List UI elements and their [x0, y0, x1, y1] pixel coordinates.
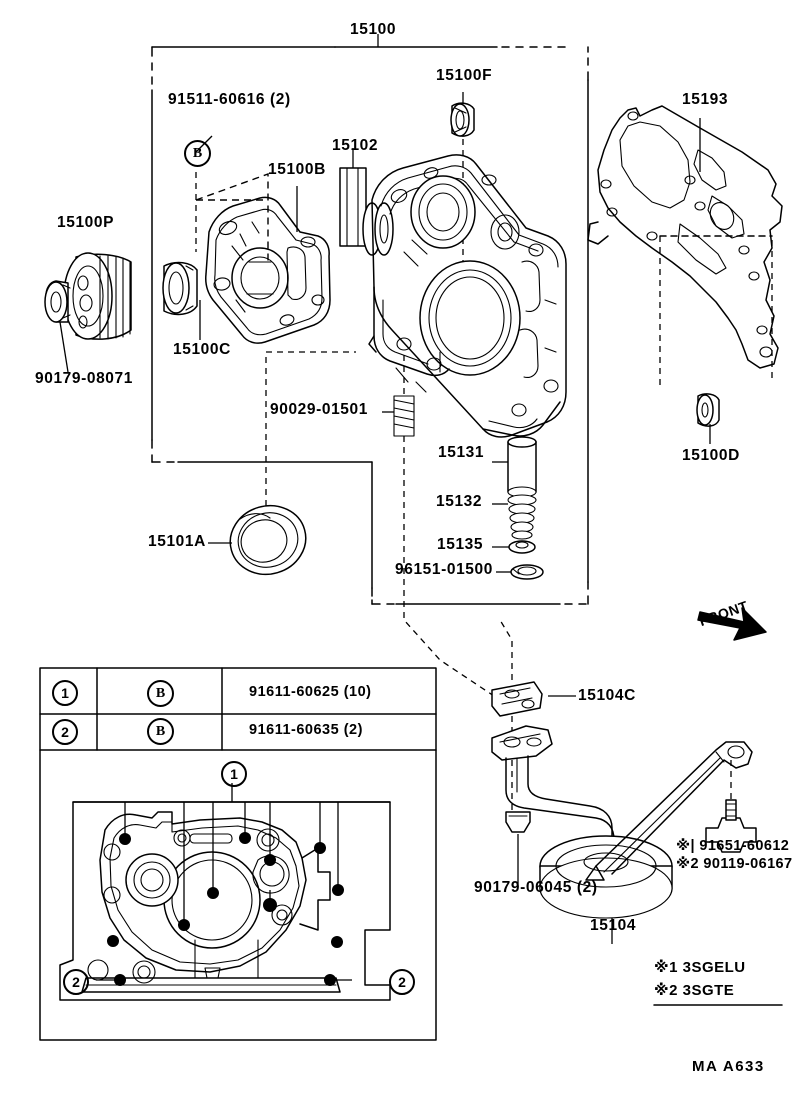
footnote-2-text: 3SGTE — [682, 982, 735, 999]
part-15132-spring — [492, 494, 537, 540]
label-96151-01500: 96151-01500 — [395, 561, 493, 578]
part-90029-01501-spring — [382, 352, 501, 701]
bolt-mark-b-icon: B — [184, 140, 211, 167]
inset-callout-1: 1 — [221, 761, 247, 787]
label-15131: 15131 — [438, 444, 485, 461]
part-15135-retainer — [492, 540, 536, 554]
bolt-location-table-frame — [39, 667, 437, 1041]
note-91651-60612: ※| 91651-60612 — [676, 838, 790, 854]
inset-bolt-pattern-drawing — [59, 783, 391, 1001]
label-15104: 15104 — [590, 917, 637, 934]
part-15100B-pump-body — [205, 186, 331, 344]
part-15193-gasket — [587, 105, 783, 390]
footnote-1-mark: ※1 — [654, 959, 678, 976]
table-row-1-part: 91611-60625 (10) — [249, 684, 372, 700]
table-row-2-mark: B — [147, 718, 174, 745]
part-15100P-drive-gear — [44, 252, 132, 373]
label-15100C: 15100C — [173, 341, 231, 358]
part-15104-oil-strainer — [491, 619, 757, 944]
part-15131-plunger — [492, 436, 537, 498]
label-15100B: 15100B — [268, 161, 326, 178]
label-15193: 15193 — [682, 91, 729, 108]
footnote-2: ※2 3SGTE — [654, 981, 734, 999]
note-90119-06167: ※2 90119-06167 — [676, 856, 793, 872]
group-boundary-15100 — [151, 34, 589, 605]
table-row-2-index: 2 — [52, 719, 78, 745]
label-90179-08071: 90179-08071 — [35, 370, 133, 387]
front-direction-arrow — [697, 607, 767, 641]
label-90029-01501: 90029-01501 — [270, 401, 368, 418]
table-row-2-part: 91611-60635 (2) — [249, 722, 363, 738]
inset-callout-2-right: 2 — [389, 969, 415, 995]
label-15132: 15132 — [436, 493, 483, 510]
label-15135: 15135 — [437, 536, 484, 553]
part-15102-rotor-shaft — [339, 148, 394, 256]
label-15100P: 15100P — [57, 214, 115, 231]
inset-callout-2-left: 2 — [63, 969, 89, 995]
label-15100D: 15100D — [682, 447, 740, 464]
part-15101A-oil-seal — [208, 351, 356, 576]
footnote-1-text: 3SGELU — [682, 959, 746, 976]
table-row-1-index: 1 — [52, 680, 78, 706]
label-90179-06045: 90179-06045 (2) — [474, 879, 598, 896]
label-91511-60616: 91511-60616 (2) — [168, 91, 291, 108]
label-15104C: 15104C — [578, 687, 636, 704]
part-15100C-bush — [162, 261, 201, 340]
sheet-code: MA A633 — [692, 1058, 765, 1075]
label-group-15100: 15100 — [350, 21, 397, 38]
table-row-1-mark: B — [147, 680, 174, 707]
part-96151-01500-snap-ring — [496, 564, 544, 580]
footnote-1: ※1 3SGELU — [654, 958, 746, 976]
label-15100F: 15100F — [436, 67, 493, 84]
footnote-2-mark: ※2 — [654, 982, 678, 999]
part-15100-timing-cover-main — [368, 154, 567, 438]
label-15101A: 15101A — [148, 533, 206, 550]
part-15100F-plug — [450, 92, 475, 350]
label-15102: 15102 — [332, 137, 379, 154]
part-15100D-plug — [696, 393, 720, 444]
